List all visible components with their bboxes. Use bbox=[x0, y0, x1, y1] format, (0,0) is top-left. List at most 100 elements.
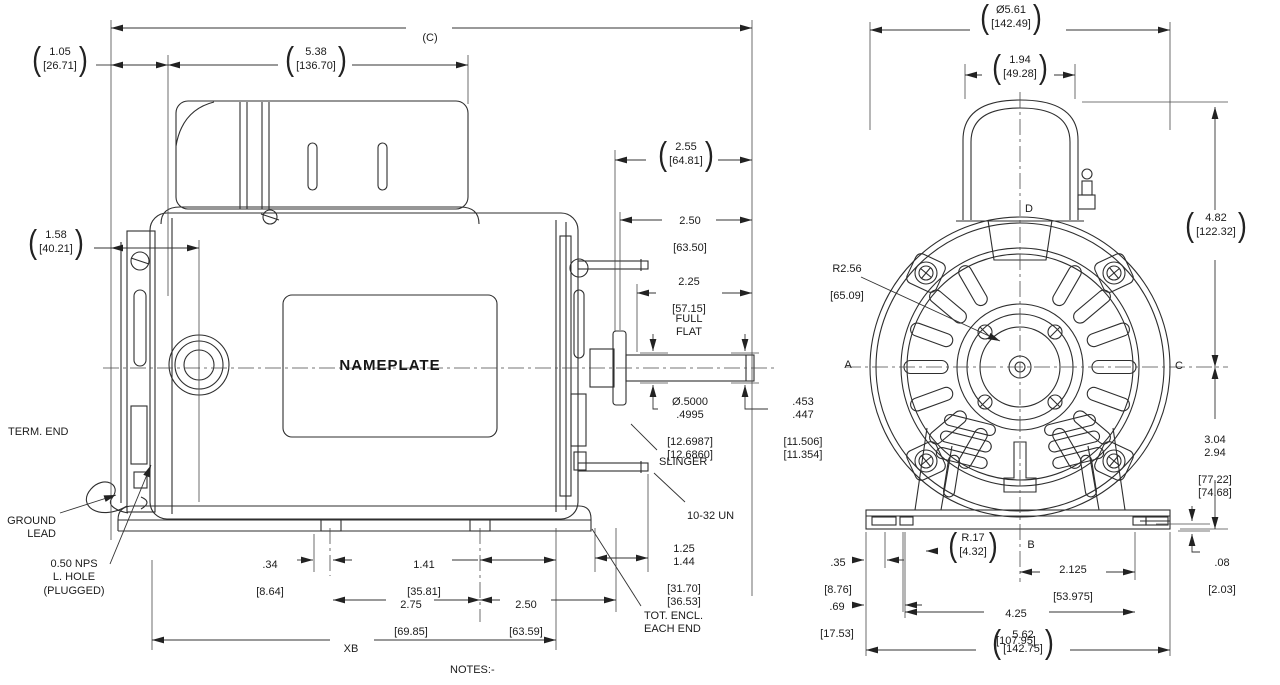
dim-1-41: 1.41 [35.81] bbox=[398, 546, 450, 612]
ref-b-text: B bbox=[1027, 539, 1035, 552]
dim-r-17: ( R.17[4.32] ) bbox=[940, 528, 1006, 562]
dim-2-50-shaft: 2.50 [63.50] bbox=[662, 202, 718, 268]
dim-mm: [53.975] bbox=[1053, 590, 1093, 603]
cover-slot bbox=[377, 142, 388, 191]
paren-close: ) bbox=[988, 526, 998, 564]
dim-in: 1.25 1.44 bbox=[673, 543, 695, 569]
cover-screw bbox=[262, 209, 278, 225]
dim-mm: [77.22] [74.68] bbox=[1198, 473, 1232, 499]
corner-screw bbox=[906, 253, 946, 293]
dim-1-58: ( 1.58[40.21] ) bbox=[16, 225, 96, 259]
dim-in: 5.38 bbox=[305, 46, 327, 59]
dim-4-25: 4.25 [107.95] bbox=[986, 595, 1046, 661]
dim-mm: [69.85] bbox=[394, 625, 428, 638]
notes-block: NOTES:- 1) NAMEPLATE LOC.@ "A" READ FROM… bbox=[450, 651, 719, 685]
paren-open: ( bbox=[1185, 206, 1195, 244]
dim-in: 2.75 bbox=[400, 599, 422, 612]
dim-mm: [57.15] bbox=[672, 302, 706, 315]
dim-shaft-dia: Ø.5000 .4995 [12.6987] [12.6860] bbox=[652, 383, 728, 475]
dim-mm: [142.75] bbox=[1003, 642, 1043, 655]
paren-close: ) bbox=[74, 223, 84, 261]
dim-mm: [12.6987] [12.6860] bbox=[667, 435, 713, 461]
dim-0-34: .34 [8.64] bbox=[246, 546, 294, 612]
hub-screws bbox=[977, 324, 1063, 410]
dim-mm: [64.81] bbox=[669, 154, 703, 167]
dim-in: .69 bbox=[829, 601, 845, 614]
paren-open: ( bbox=[658, 135, 668, 173]
paren-close: ) bbox=[1038, 48, 1048, 86]
dim-5-38: ( 5.38[136.70] ) bbox=[274, 42, 358, 76]
dim-mm: [2.03] bbox=[1208, 583, 1236, 596]
dim-0-08: .08 [2.03] bbox=[1198, 544, 1246, 610]
paren-open: ( bbox=[980, 0, 990, 36]
centerlines bbox=[103, 92, 1228, 622]
dim-in: Ø.5000 .4995 bbox=[671, 396, 709, 422]
tot-encl-label: TOT. ENCL. EACH END bbox=[644, 597, 703, 650]
dim-2-25-note: FULL FLAT bbox=[658, 300, 720, 353]
ref-c-text: C bbox=[1175, 360, 1183, 373]
ref-point-b: B bbox=[1024, 526, 1038, 566]
dim-2-55: ( 2.55[64.81] ) bbox=[648, 137, 724, 171]
paren-close: ) bbox=[1044, 623, 1054, 661]
dim-in: .35 bbox=[830, 557, 846, 570]
dim-mm: [26.71] bbox=[43, 59, 77, 72]
dim-2-50-base: 2.50 [63.59] bbox=[501, 586, 551, 652]
dim-mm: [63.50] bbox=[673, 241, 707, 254]
nameplate-outline bbox=[282, 294, 498, 438]
paren-close: ) bbox=[337, 40, 347, 78]
paren-close: ) bbox=[1237, 206, 1247, 244]
dim-2-125: 2.125 [53.975] bbox=[1042, 551, 1104, 617]
cover-slot bbox=[307, 142, 318, 191]
dim-0-69: .69 [17.53] bbox=[814, 588, 860, 654]
dim-in: 4.82 bbox=[1205, 212, 1227, 225]
dim-mm: [40.21] bbox=[39, 242, 73, 255]
dim-mm: [17.53] bbox=[820, 627, 854, 640]
paren-open: ( bbox=[948, 526, 958, 564]
dim-mm: [65.09] bbox=[830, 289, 864, 302]
dim-mm: [8.76] bbox=[824, 583, 852, 596]
dim-mm: [11.506] [11.354] bbox=[783, 435, 823, 461]
dim-encl-len: 1.25 1.44 [31.70] [36.53] bbox=[658, 530, 710, 622]
term-end-label: TERM. END bbox=[8, 413, 69, 453]
ref-d-text: D bbox=[1025, 203, 1033, 216]
dim-in: 5.62 bbox=[1012, 629, 1034, 642]
corner-screw bbox=[1094, 253, 1134, 293]
dim-in: .453 .447 bbox=[792, 396, 814, 422]
nameplate-word: NAMEPLATE bbox=[339, 357, 441, 374]
mounting-cradle bbox=[914, 427, 1126, 511]
ref-point-a: A bbox=[841, 346, 855, 386]
through-bolt bbox=[577, 462, 649, 472]
dim-1-94: ( 1.94[49.28] ) bbox=[982, 50, 1058, 84]
dim-0-35: .35 [8.76] bbox=[818, 544, 858, 610]
ref-point-d: D bbox=[1022, 190, 1036, 230]
dim-in: 2.125 bbox=[1059, 564, 1087, 577]
ref-point-c: C bbox=[1172, 347, 1186, 387]
xb-text: XB bbox=[343, 643, 359, 656]
dim-xb: XB bbox=[333, 630, 369, 670]
ground-lead-text: GROUND LEAD bbox=[7, 515, 56, 541]
paren-close: ) bbox=[1032, 0, 1042, 36]
dim-mm: [136.70] bbox=[296, 59, 336, 72]
ground-lead-wire bbox=[85, 481, 129, 514]
dim-mm: [49.28] bbox=[1003, 67, 1037, 80]
dim-in: 2.55 bbox=[675, 141, 697, 154]
dim-in: R2.56 bbox=[832, 263, 862, 276]
motor-body bbox=[149, 212, 579, 520]
dim-1-05: ( 1.05[26.71] ) bbox=[20, 42, 100, 76]
dimension-lines bbox=[59, 24, 1219, 654]
dim-mm: [31.70] [36.53] bbox=[667, 582, 701, 608]
end-conduit-box bbox=[956, 99, 1096, 261]
nps-hole-label: 0.50 NPS L. HOLE (PLUGGED) bbox=[36, 545, 112, 611]
motor-base bbox=[117, 505, 592, 532]
dim-center-height: 3.04 2.94 [77.22] [74.68] bbox=[1188, 421, 1242, 513]
term-end-text: TERM. END bbox=[8, 426, 69, 439]
full-flat-text: FULL FLAT bbox=[675, 313, 703, 339]
dim-overall-c: (C) bbox=[404, 19, 456, 59]
through-bolt bbox=[577, 260, 649, 270]
dim-4-82: ( 4.82[122.32] ) bbox=[1172, 208, 1260, 242]
dim-c-label: (C) bbox=[422, 32, 438, 45]
nameplate-text: NAMEPLATE bbox=[283, 295, 497, 437]
dim-mm: [107.95] bbox=[996, 634, 1036, 647]
dim-in: 1.05 bbox=[49, 46, 71, 59]
